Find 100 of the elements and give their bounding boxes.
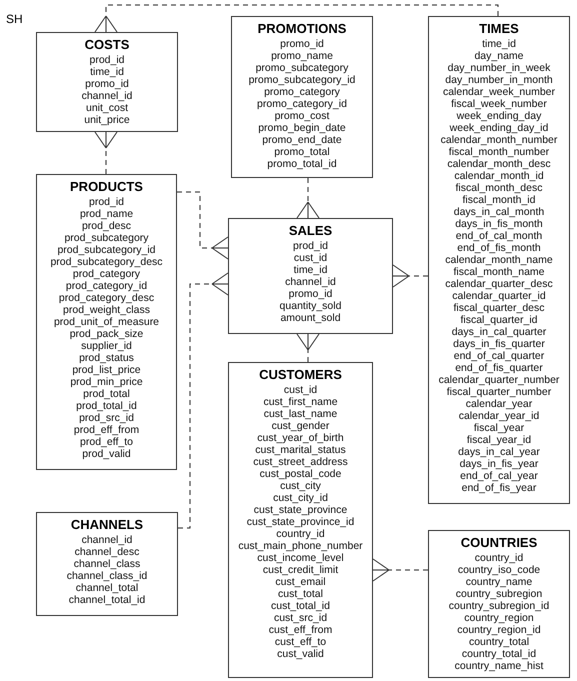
column-name: prod_eff_to — [79, 436, 134, 448]
column-name: time_id — [481, 38, 517, 50]
column-name: week_ending_day — [456, 110, 542, 122]
column-name: unit_price — [83, 114, 131, 126]
table-name: CUSTOMERS — [258, 366, 343, 384]
column-name: prod_list_price — [71, 364, 142, 376]
column-name: days_in_fis_year — [458, 458, 540, 470]
column-name: quantity_sold — [278, 300, 342, 312]
column-name: end_of_cal_quarter — [452, 350, 546, 362]
table-box — [228, 362, 373, 678]
column-name: time_id — [292, 264, 328, 276]
column-name: country_region_id — [456, 624, 542, 636]
column-name: calendar_month_id — [453, 170, 545, 182]
column-name: country_id — [474, 552, 524, 564]
column-name: cust_postal_code — [258, 468, 342, 480]
column-name: calendar_month_name — [444, 254, 554, 266]
column-name: calendar_month_number — [440, 134, 558, 146]
column-name: country_id — [275, 528, 326, 540]
column-name: cust_id — [282, 384, 318, 396]
column-name: prod_weight_class — [62, 304, 151, 316]
column-name: cust_street_address — [252, 456, 349, 468]
relationship-line — [372, 558, 428, 582]
column-name: cust_credit_limit — [262, 564, 340, 576]
column-name: cust_marital_status — [254, 444, 347, 456]
column-name: promo_end_date — [261, 134, 343, 146]
column-name: days_in_cal_month — [452, 206, 546, 218]
column-name: prod_valid — [81, 448, 132, 460]
column-name: cust_year_of_birth — [256, 432, 345, 444]
column-name: prod_id — [88, 196, 126, 208]
column-name: calendar_quarter_id — [451, 290, 547, 302]
column-name: promo_begin_date — [257, 122, 347, 134]
column-name: cust_state_province — [252, 504, 348, 516]
column-name: channel_id — [80, 534, 134, 546]
column-name: calendar_year — [464, 398, 534, 410]
column-name: channel_desc — [74, 546, 140, 558]
column-name: cust_last_name — [262, 408, 338, 420]
column-name: cust_id — [292, 252, 328, 264]
column-name: promo_category_id — [256, 98, 348, 110]
column-name: promo_name — [270, 50, 334, 62]
table-box — [231, 16, 373, 178]
column-name: days_in_cal_year — [457, 446, 541, 458]
column-name: fiscal_quarter_desc — [452, 302, 546, 314]
column-name: promo_id — [279, 38, 325, 50]
table-name: PRODUCTS — [69, 178, 144, 196]
column-name: country_total — [468, 636, 530, 648]
column-name: channel_class_id — [66, 570, 148, 582]
column-name: promo_cost — [274, 110, 330, 122]
column-name: country_subregion_id — [448, 600, 550, 612]
column-name: fiscal_week_number — [450, 98, 548, 110]
column-name: cust_valid — [276, 648, 325, 660]
column-name: fiscal_month_number — [448, 146, 550, 158]
column-name: prod_name — [78, 208, 134, 220]
column-name: prod_unit_of_measure — [52, 316, 160, 328]
table-name: COUNTRIES — [460, 534, 538, 552]
column-name: promo_id — [288, 288, 334, 300]
table-name: CHANNELS — [70, 516, 144, 534]
column-name: prod_pack_size — [68, 328, 144, 340]
column-name: fiscal_year — [472, 422, 526, 434]
column-name: week_ending_day_id — [448, 122, 550, 134]
column-name: prod_category — [72, 268, 142, 280]
column-name: channel_id — [80, 90, 134, 102]
column-name: cust_src_id — [272, 612, 328, 624]
column-name: supplier_id — [80, 340, 133, 352]
relationship-line — [94, 132, 118, 174]
column-name: calendar_quarter_number — [438, 374, 560, 386]
column-name: cust_total_id — [270, 600, 331, 612]
schema-name: SH — [6, 12, 23, 26]
column-name: cust_state_province_id — [246, 516, 356, 528]
column-name: prod_id — [292, 240, 330, 252]
relationship-line — [392, 264, 428, 288]
column-name: country_region — [463, 612, 535, 624]
column-name: days_in_fis_quarter — [452, 338, 546, 350]
column-name: time_id — [89, 66, 125, 78]
column-name: day_number_in_month — [444, 74, 554, 86]
table-name: COSTS — [84, 36, 130, 54]
table-box — [36, 174, 177, 470]
table-name: SALES — [288, 222, 334, 240]
column-name: calendar_quarter_desc — [444, 278, 554, 290]
column-name: end_of_cal_year — [459, 470, 539, 482]
column-name: channel_id — [284, 276, 337, 288]
column-name: days_in_fis_month — [454, 218, 544, 230]
column-name: end_of_fis_year — [460, 482, 538, 494]
column-name: country_iso_code — [456, 564, 542, 576]
column-name: channel_total — [74, 582, 140, 594]
column-name: prod_id — [88, 54, 126, 66]
table-name: TIMES — [478, 20, 520, 38]
relationship-line — [296, 178, 320, 218]
column-name: cust_income_level — [256, 552, 345, 564]
relationship-line — [178, 272, 228, 528]
column-name: promo_total_id — [266, 158, 338, 170]
relationship-line — [94, 4, 498, 32]
column-name: calendar_week_number — [442, 86, 556, 98]
table-name: PROMOTIONS — [256, 20, 348, 38]
column-name: country_total_id — [460, 648, 538, 660]
table-box — [428, 530, 570, 678]
column-name: end_of_cal_month — [454, 230, 544, 242]
column-name: calendar_year_id — [458, 410, 540, 422]
column-name: country_subregion — [454, 588, 544, 600]
column-name: promo_category — [263, 86, 341, 98]
column-name: prod_eff_from — [72, 424, 140, 436]
